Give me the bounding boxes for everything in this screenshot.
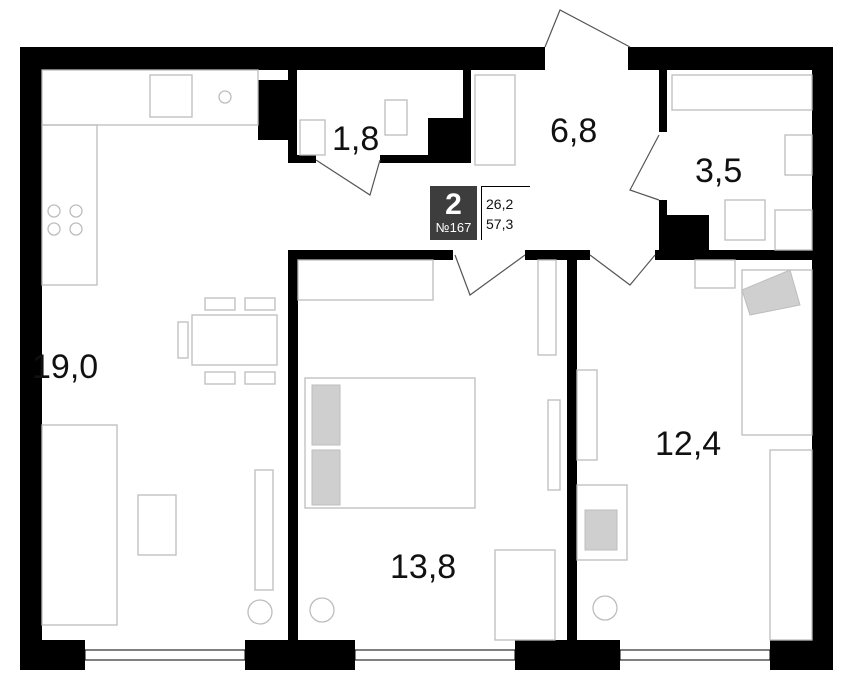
windows [84, 649, 771, 661]
room-area-hallway: 6,8 [550, 112, 597, 150]
walls [20, 47, 833, 670]
living-area: 26,2 [486, 195, 514, 212]
room-area-living-kitchen: 19,0 [32, 348, 98, 386]
doors [315, 9, 660, 296]
room-area-bedroom: 13,8 [390, 548, 456, 586]
room-area-bathroom-small: 1,8 [332, 120, 379, 158]
room-count: 2 [445, 188, 462, 221]
room-area-bathroom: 3,5 [695, 152, 742, 190]
apartment-badge: 2 №167 26,2 57,3 [430, 186, 530, 240]
room-area-bedroom-small: 12,4 [655, 425, 721, 463]
apartment-number: №167 [435, 220, 472, 235]
badge-number-block: 2 №167 [430, 186, 477, 240]
badge-areas: 26,2 57,3 [481, 186, 530, 240]
total-area: 57,3 [486, 215, 514, 232]
furniture [41, 69, 813, 641]
